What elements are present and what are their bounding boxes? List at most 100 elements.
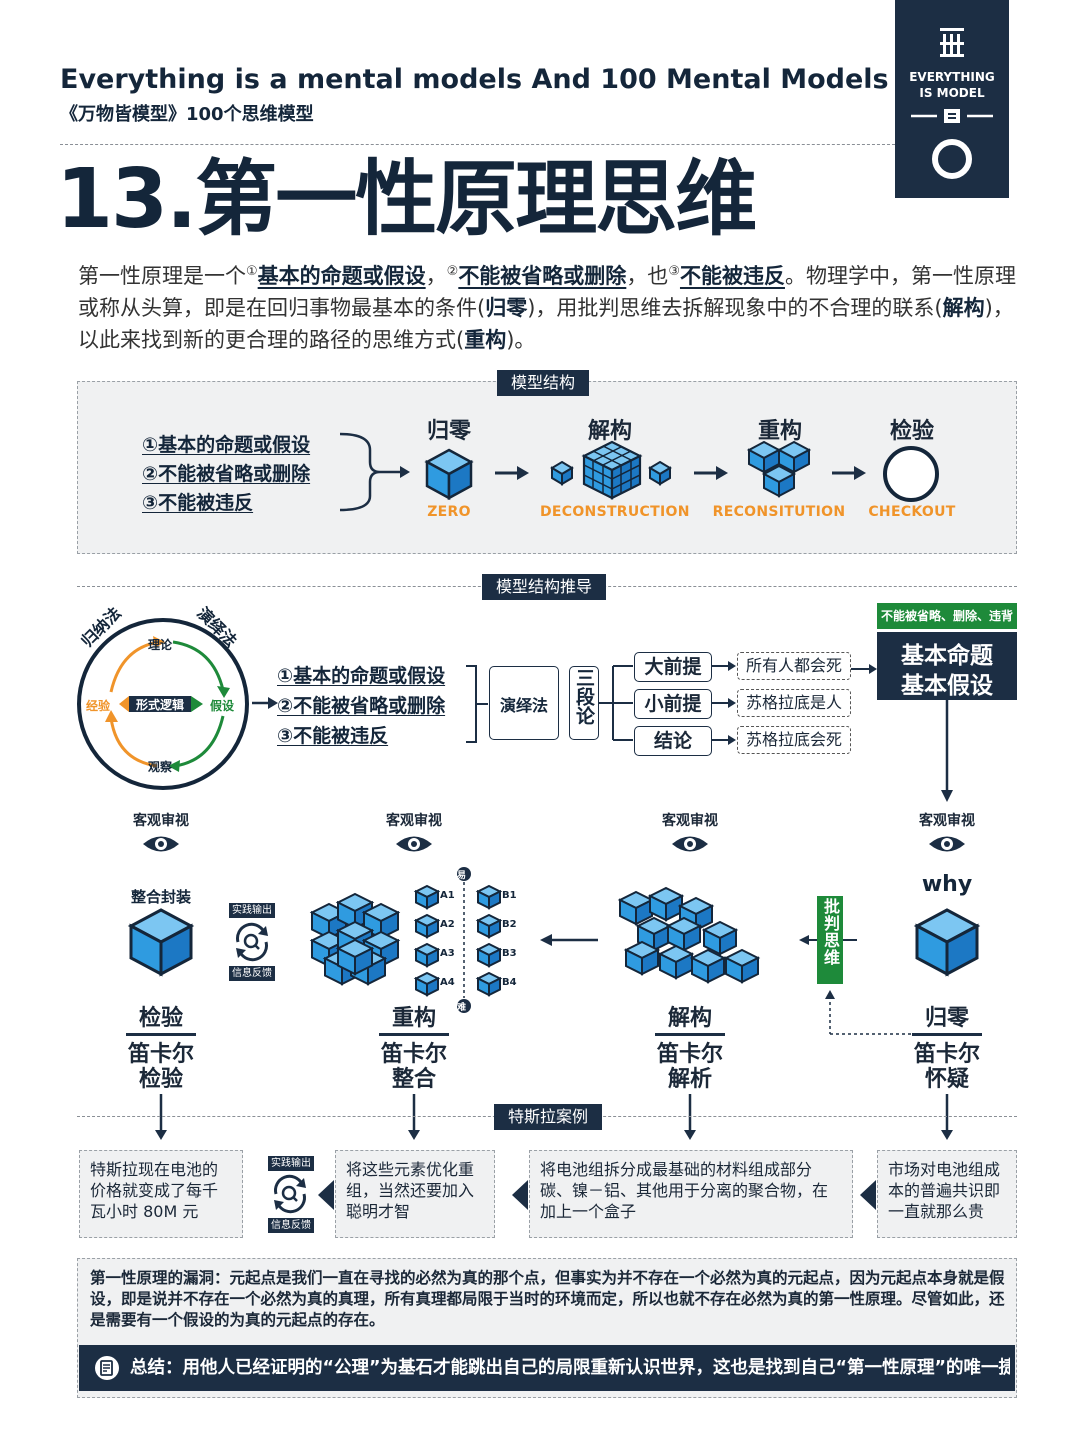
cube-zero-icon: [424, 448, 474, 501]
basic-line-2: 基本假设: [901, 673, 993, 699]
syllogism-branch: [599, 665, 633, 741]
eye-icon: [396, 836, 432, 852]
step-recon-title: 重构: [757, 419, 802, 444]
mini-cube-icon: [475, 971, 503, 997]
example-conclusion: 苏格拉底会死: [737, 726, 851, 754]
triangle-left-icon: [860, 1180, 876, 1210]
example-major: 所有人都会死: [737, 652, 851, 680]
mini-cube-icon: [413, 884, 441, 910]
step-recon-en: RECONSITUTION: [712, 504, 846, 520]
feedback-tag-bottom: 信息反馈: [268, 1218, 314, 1233]
stage-recon-underline: [379, 1033, 449, 1036]
step-zero-en: ZERO: [427, 504, 471, 520]
logo-ring-icon: [932, 139, 972, 179]
cycle-search-icon: [274, 1174, 306, 1214]
logo-text-2: IS MODEL: [919, 86, 985, 100]
circle-hypothesis: 假设: [210, 699, 235, 713]
derivation-condition-1: ①基本的命题或假设: [277, 665, 446, 687]
stage-check-sub2: 检验: [138, 1067, 183, 1092]
step-check-en: CHECKOUT: [868, 504, 956, 520]
mini-cube: [413, 942, 441, 968]
stage-zero-underline: [912, 1033, 982, 1036]
scatter-cube: [623, 940, 661, 976]
stage-recon-sub2: 整合: [391, 1067, 436, 1092]
easy-label: 易: [457, 871, 467, 881]
stage-decon-underline: [655, 1033, 725, 1036]
mini-cube-icon: [475, 942, 503, 968]
premise-major: 大前提: [634, 652, 712, 682]
cube-check-icon: [127, 908, 195, 977]
summary-note-icon: [95, 1356, 119, 1380]
why-label: why: [921, 872, 973, 897]
syllogism-label: 三段论: [573, 668, 595, 725]
arrow-recon-down: [408, 1094, 420, 1140]
mini-cube: [413, 971, 441, 997]
integrate-label: 整合封装: [130, 888, 191, 906]
circle-experience: 经验: [86, 699, 111, 713]
arrow-circle-to-conditions: [252, 697, 278, 709]
premise-conclusion: 结论: [634, 726, 712, 756]
structure-label: 模型结构: [497, 370, 590, 396]
eye-label-zero: 客观审视: [919, 813, 975, 829]
arrow-critical-left: [799, 935, 817, 945]
scatter-cube: [665, 916, 703, 952]
scatter-cube: [701, 920, 739, 956]
arrow-decon-to-recon: [694, 466, 728, 480]
logo-block: EVERYTHING IS MODEL: [895, 0, 1009, 198]
circle-observation: 观察: [148, 760, 173, 774]
header-divider: [60, 144, 895, 145]
ab-item-label: B1: [502, 890, 517, 901]
arrow-zero-down: [941, 1094, 953, 1140]
mini-cube-icon: [413, 971, 441, 997]
logic-circle-diagram: [77, 618, 249, 790]
feedback-tag-top: 信息反馈: [229, 966, 275, 981]
step-decon-en: DECONSTRUCTION: [540, 504, 690, 520]
structure-condition-3: ③不能被违反: [142, 492, 254, 514]
practice-tag-top: 实践输出: [229, 903, 275, 918]
arrow-basic-down: [941, 700, 953, 802]
stage-decon-title: 解构: [667, 1006, 712, 1031]
structure-panel: [77, 381, 1017, 554]
ab-item-label: B2: [502, 919, 517, 930]
mini-cube: [413, 913, 441, 939]
mini-cube-icon: [413, 913, 441, 939]
cluster-cube: [335, 938, 375, 976]
mini-cube: [475, 942, 503, 968]
example-minor: 苏格拉底是人: [737, 689, 851, 717]
logo-divider-icon: [911, 109, 993, 123]
tesla-case-check: 特斯拉现在电池的价格就变成了每千瓦小时 80M 元: [79, 1150, 243, 1238]
circle-theory: 理论: [148, 638, 173, 652]
stage-check-underline: [126, 1033, 196, 1036]
basic-tag: 不能被省略、删除、违背: [877, 603, 1017, 629]
step-zero-title: 归零: [426, 419, 471, 444]
scatter-cube: [723, 948, 761, 984]
cube-decon-icon: [550, 440, 672, 500]
summary-text: 总结：用他人已经证明的“公理”为基石才能跳出自己的局限重新认识世界，这也是找到自…: [130, 1358, 1010, 1378]
loophole-text: 第一性原理的漏洞：元起点是我们一直在寻找的必然为真的那个点，但事实为并不存在一个…: [90, 1269, 1005, 1329]
cluster-cube: [335, 892, 375, 930]
dotted-feedback-arrow: [825, 990, 920, 1035]
scatter-cube: [657, 944, 695, 980]
arrow-zero-to-decon: [495, 466, 529, 480]
practice-tag-bottom: 实践输出: [268, 1156, 314, 1171]
stage-decon-sub1: 笛卡尔: [656, 1042, 723, 1067]
stage-check-title: 检验: [138, 1006, 183, 1031]
triangle-left-icon: [318, 1180, 334, 1210]
syllogism-box: [569, 666, 599, 740]
mini-cube: [475, 884, 503, 910]
tesla-case-decon: 将电池组拆分成最基础的材料组成部分碳、镍－铝、其他用于分离的聚合物，在加上一个盒…: [529, 1150, 853, 1238]
derivation-condition-2: ②不能被省略或删除: [277, 695, 446, 717]
intro-paragraph: 第一性原理是一个①基本的命题或假设，②不能被省略或删除，也③不能被违反。物理学中…: [78, 264, 1016, 352]
mini-cube-icon: [475, 884, 503, 910]
cube-recon-icon: [746, 440, 812, 498]
stage-zero-sub2: 怀疑: [924, 1067, 969, 1092]
tesla-case-zero: 市场对电池组成本的普遍共识即一直就那么贵: [877, 1150, 1017, 1238]
arrow-decon-to-recon-process: [540, 934, 598, 946]
eye-label-check: 客观审视: [133, 813, 189, 829]
triangle-left-icon: [512, 1180, 528, 1210]
structure-condition-1: ①基本的命题或假设: [142, 434, 311, 456]
structure-condition-2: ②不能被省略或删除: [142, 463, 311, 485]
mini-cube: [475, 913, 503, 939]
difficulty-scale: [457, 867, 471, 1013]
tesla-case-recon: 将这些元素优化重组，当然还要加入聪明才智: [335, 1150, 495, 1238]
